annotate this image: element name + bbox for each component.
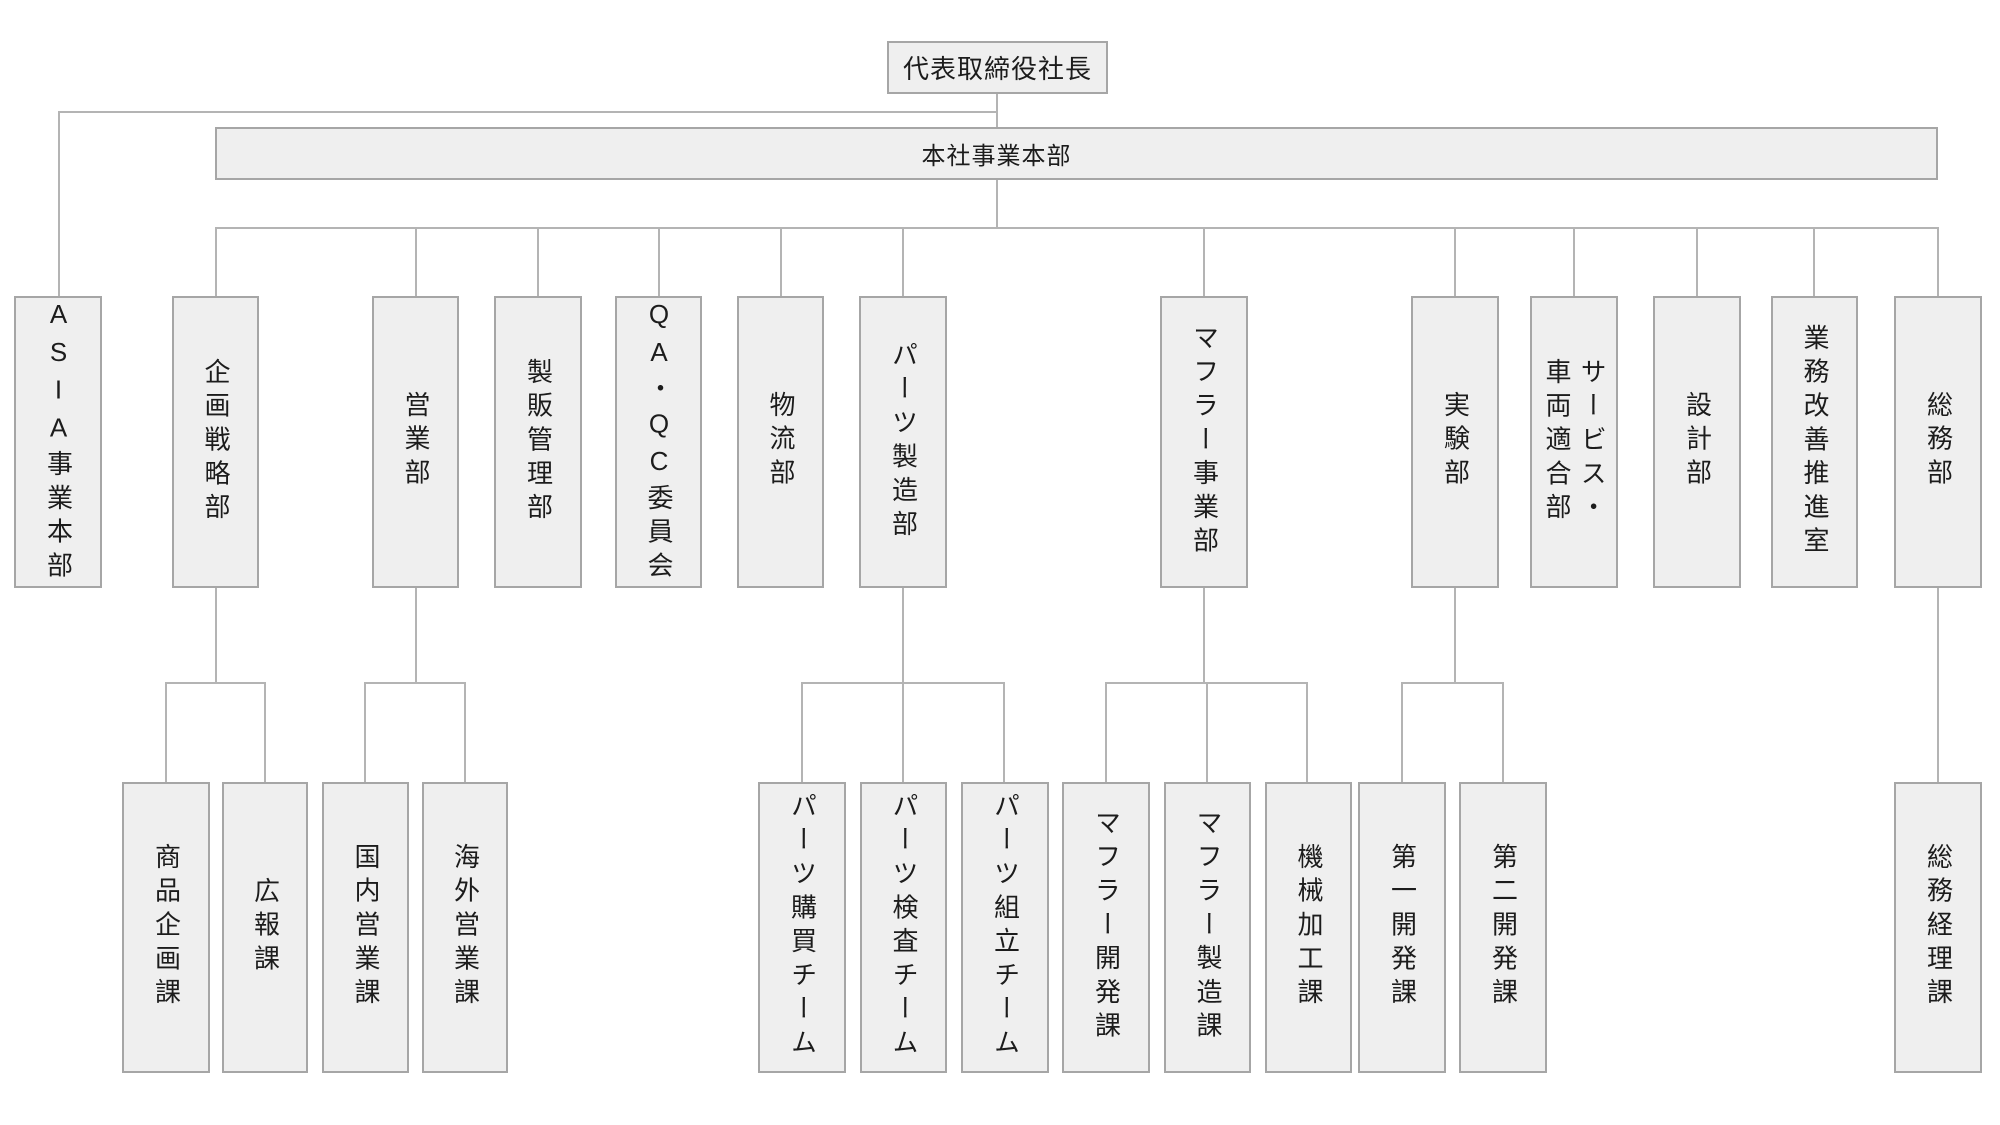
box-sec-muffler-development: マフラー開発課: [1062, 782, 1150, 1073]
box-qa-qc-committee: QA・QC委員会: [615, 296, 702, 588]
connector-line: [165, 682, 167, 782]
connector-line: [215, 227, 1939, 229]
connector-line: [1206, 682, 1208, 782]
connector-line: [1203, 588, 1205, 682]
box-dept-muffler-business: マフラー事業部: [1160, 296, 1248, 588]
connector-line: [58, 111, 60, 296]
connector-line: [1937, 588, 1939, 782]
box-head-office-division: 本社事業本部: [215, 127, 1938, 180]
president-label: 代表取締役社長: [902, 54, 1092, 84]
box-dept-design: 設計部: [1653, 296, 1741, 588]
connector-line: [364, 682, 465, 684]
box-sec-machining: 機械加工課: [1265, 782, 1352, 1073]
connector-line: [1937, 227, 1939, 296]
connector-line: [1573, 227, 1575, 296]
connector-line: [801, 682, 803, 782]
connector-line: [1003, 682, 1005, 782]
connector-line: [780, 227, 782, 296]
connector-line: [58, 111, 998, 113]
box-sec-domestic-sales: 国内営業課: [322, 782, 409, 1073]
connector-line: [1105, 682, 1107, 782]
box-team-parts-purchasing: パーツ購買チーム: [758, 782, 846, 1073]
connector-line: [996, 180, 998, 228]
connector-line: [1813, 227, 1815, 296]
box-sec-first-development: 第一開発課: [1358, 782, 1446, 1073]
connector-line: [1502, 682, 1504, 782]
box-dept-sales: 営業部: [372, 296, 459, 588]
box-team-parts-assembly: パーツ組立チーム: [961, 782, 1049, 1073]
box-office-business-improvement: 業務改善推進室: [1771, 296, 1858, 588]
connector-line: [1203, 227, 1205, 296]
box-dept-logistics: 物流部: [737, 296, 824, 588]
connector-line: [215, 588, 217, 682]
connector-line: [1401, 682, 1504, 684]
box-dept-service-vehicle-compatibility: サービス・ 車両適合部: [1530, 296, 1618, 588]
asia-division-label: ASIA事業本部: [43, 298, 74, 586]
box-dept-planning-strategy: 企画戦略部: [172, 296, 259, 588]
box-president: 代表取締役社長: [887, 41, 1108, 94]
box-sec-general-affairs-accounting: 総務経理課: [1894, 782, 1982, 1073]
connector-line: [1401, 682, 1403, 782]
connector-line: [415, 588, 417, 682]
box-sec-overseas-sales: 海外営業課: [422, 782, 508, 1073]
connector-line: [1454, 588, 1456, 682]
connector-line: [264, 682, 266, 782]
box-sec-second-development: 第二開発課: [1459, 782, 1547, 1073]
connector-line: [215, 227, 217, 296]
connector-line: [658, 227, 660, 296]
head-office-label: 本社事業本部: [921, 143, 1072, 170]
box-dept-production-sales-control: 製販管理部: [494, 296, 582, 588]
connector-line: [1454, 227, 1456, 296]
connector-line: [364, 682, 366, 782]
connector-line: [902, 588, 904, 682]
connector-line: [415, 227, 417, 296]
connector-line: [165, 682, 266, 684]
box-dept-testing: 実験部: [1411, 296, 1499, 588]
box-asia-division: ASIA事業本部: [14, 296, 102, 588]
box-dept-general-affairs: 総務部: [1894, 296, 1982, 588]
connector-line: [1306, 682, 1308, 782]
connector-line: [1696, 227, 1698, 296]
connector-line: [902, 682, 904, 782]
connector-line: [537, 227, 539, 296]
box-dept-parts-manufacturing: パーツ製造部: [859, 296, 947, 588]
box-sec-muffler-manufacturing: マフラー製造課: [1164, 782, 1251, 1073]
connector-line: [902, 227, 904, 296]
box-team-parts-inspection: パーツ検査チーム: [860, 782, 947, 1073]
box-sec-public-relations: 広報課: [222, 782, 308, 1073]
box-sec-product-planning: 商品企画課: [122, 782, 210, 1073]
connector-line: [464, 682, 466, 782]
